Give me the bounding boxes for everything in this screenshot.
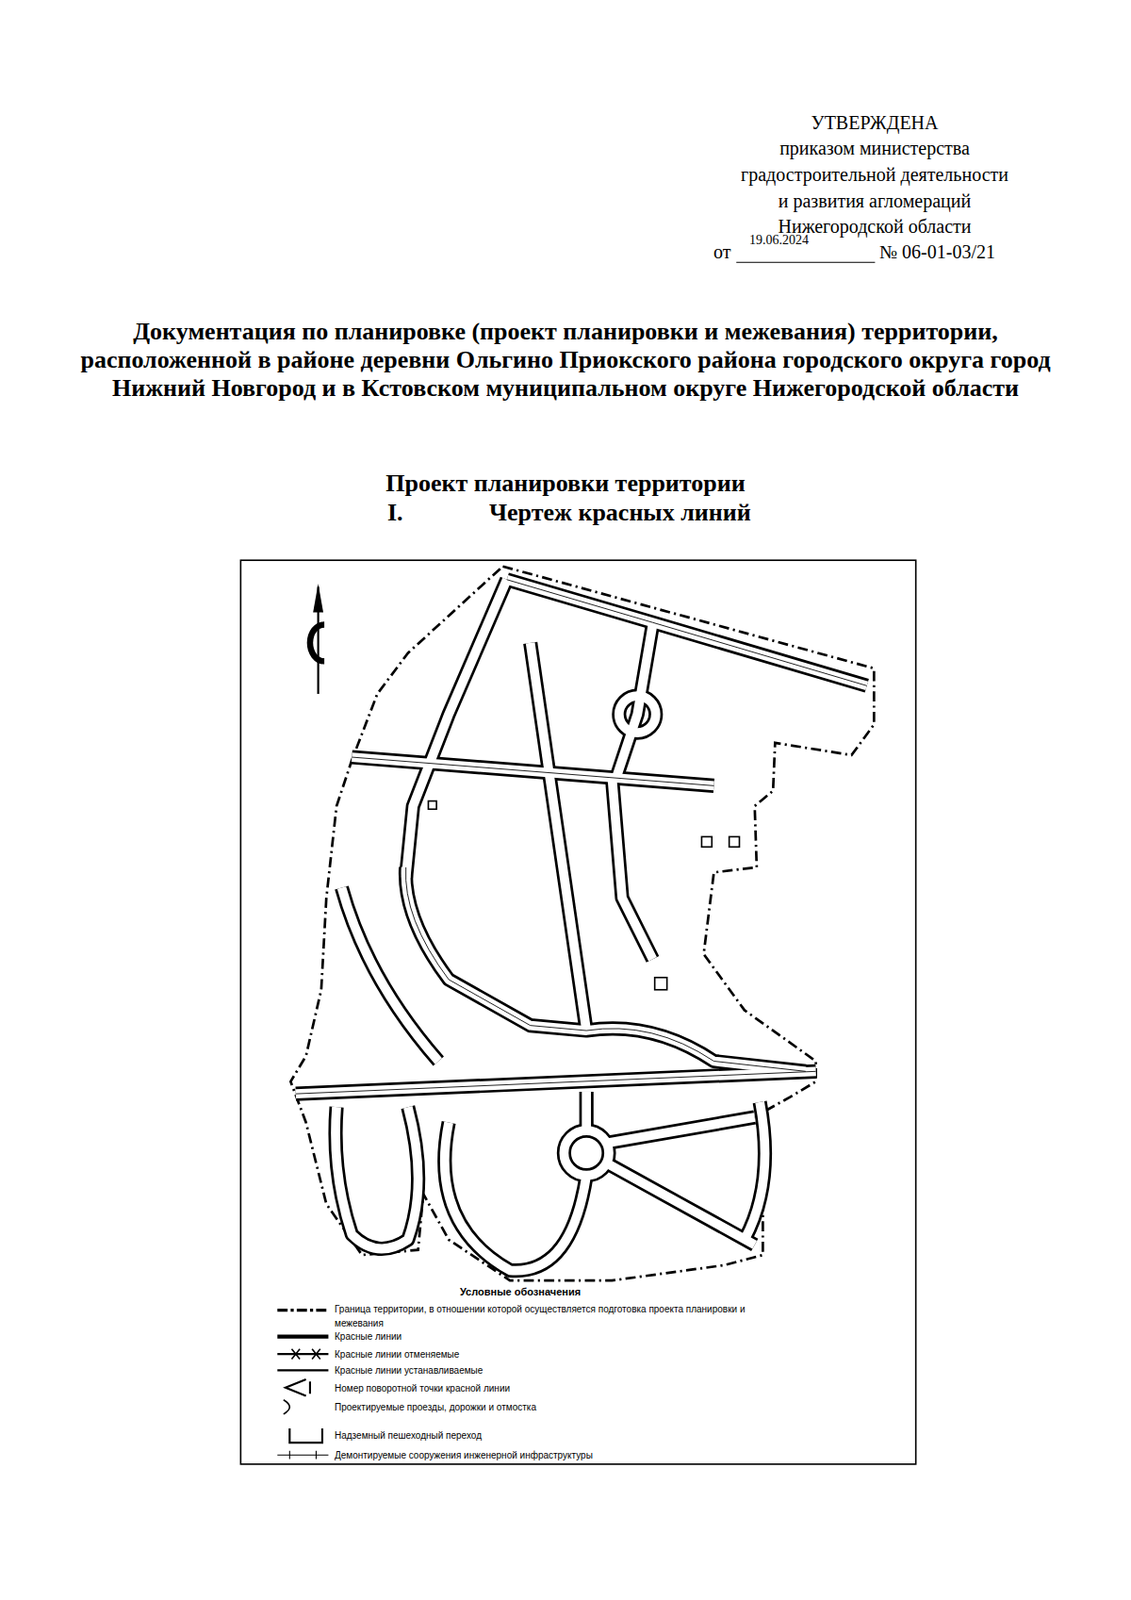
road-surfaces <box>295 579 868 1271</box>
territory-boundary <box>290 566 874 1280</box>
approval-date: 19.06.2024 <box>749 232 809 248</box>
legend-text: Красные линии <box>334 1328 750 1344</box>
date-underline <box>736 262 875 263</box>
legend-text: Граница территории, в отношении которой … <box>334 1301 750 1330</box>
legend-text: Надземный пешеходный переход <box>334 1427 750 1443</box>
date-prefix: от <box>713 240 731 263</box>
drawing-title: Чертеж красных линий <box>489 498 752 527</box>
legend-samples <box>277 1310 328 1459</box>
approval-line: приказом министерства <box>686 136 1064 160</box>
legend-text: Демонтируемые сооружения инженерной инфр… <box>334 1447 750 1462</box>
approval-line: и развития агломераций <box>686 189 1064 213</box>
road-centerlines <box>295 579 868 1094</box>
road-outlines <box>295 579 868 1271</box>
legend-text: Красные линии устанавливаемые <box>334 1362 750 1377</box>
order-number: № 06-01-03/21 <box>879 240 996 263</box>
drawing-frame <box>240 559 916 1464</box>
legend-text: Номер поворотной точки красной линии <box>334 1380 750 1395</box>
legend-text: Проектируемые проезды, дорожки и отмостк… <box>334 1399 750 1414</box>
document-title: Документация по планировке (проект плани… <box>65 317 1066 403</box>
structures <box>427 801 739 990</box>
legend-heading: Условные обозначения <box>378 1284 662 1298</box>
legend-text: Красные линии отменяемые <box>334 1346 750 1361</box>
approval-stamp: УТВЕРЖДЕНА <box>686 111 1064 134</box>
north-arrow <box>310 583 325 694</box>
approval-line: Нижегородской области <box>686 214 1064 238</box>
section-title: Проект планировки территории <box>94 469 1037 498</box>
section-number: I. <box>387 498 404 527</box>
approval-line: градостроительной деятельности <box>686 163 1064 186</box>
